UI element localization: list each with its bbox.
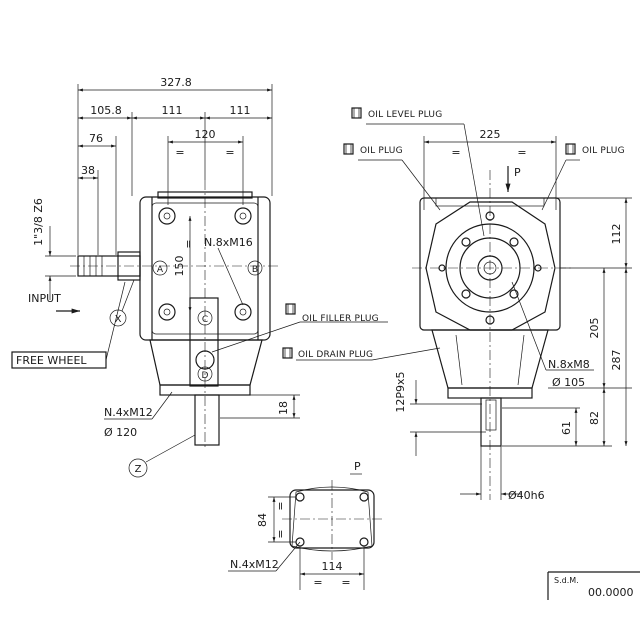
base-view: P 84 = = 114 = = N.4xM12 xyxy=(228,460,382,590)
oil-filler-plug-label: OIL FILLER PLUG xyxy=(302,314,379,324)
marker-x: X xyxy=(109,279,135,327)
equal-mark-4: = xyxy=(451,146,460,159)
dim-side-bolt-spacing: 225 xyxy=(480,128,501,141)
marker-x-text: X xyxy=(115,314,122,325)
bolts-m12-side-label: N.4xM12 xyxy=(104,406,153,419)
dim-total-height: 287 xyxy=(610,350,623,371)
equal-mark-1: = xyxy=(175,146,184,159)
front-view: P = = xyxy=(412,146,572,500)
oil-drain-plug-icon xyxy=(282,347,293,359)
bolts-m12-base-label: N.4xM12 xyxy=(230,558,279,571)
side-view-dimensions: 327.8 105.8 111 111 120 76 38 1"3/8 Z6 1… xyxy=(32,76,300,419)
dim-output-spline-length: 61 xyxy=(560,421,573,435)
dim-half-width-right: 111 xyxy=(230,104,251,117)
input-label: INPUT xyxy=(28,292,61,305)
oil-plug-left-label: OIL PLUG xyxy=(360,146,403,156)
front-output-shaft xyxy=(480,397,502,447)
dim-base-height: 205 xyxy=(588,318,601,339)
dim-base-bolt-spacing-h: 114 xyxy=(322,560,343,573)
bolt-circle-m8-label: Ø 105 xyxy=(552,376,585,389)
equal-mark-5: = xyxy=(517,146,526,159)
output-shaft xyxy=(194,394,220,446)
dim-spline: 1"3/8 Z6 xyxy=(32,198,45,246)
oil-plug-left-icon xyxy=(343,143,354,155)
dim-output-diameter: Ø40h6 xyxy=(508,489,545,502)
marker-b: B xyxy=(247,260,263,276)
front-view-labels: OIL LEVEL PLUG OIL PLUG OIL PLUG N.8xM8 … xyxy=(343,107,625,389)
equal-mark-8: = xyxy=(313,576,322,589)
oil-plug-right-icon xyxy=(565,143,576,155)
oil-filler-plug-icon xyxy=(285,303,296,315)
bolts-m16-label: N.8xM16 xyxy=(204,236,253,249)
marker-z-text: Z xyxy=(135,464,142,475)
dim-bolt-spacing-side: 120 xyxy=(195,128,216,141)
dim-input-offset: 105.8 xyxy=(90,104,122,117)
title-block-label: S.d.M. xyxy=(554,576,579,585)
marker-b-text: B xyxy=(252,265,258,275)
dim-shaft-flange: 76 xyxy=(89,132,103,145)
view-p-bottom-label: P xyxy=(354,460,361,473)
dim-drain-offset: 18 xyxy=(277,401,290,415)
dim-top-height: 112 xyxy=(610,224,623,245)
dim-overall-width: 327.8 xyxy=(160,76,192,89)
marker-a: A xyxy=(152,260,168,276)
equal-mark-7: = xyxy=(274,529,287,538)
dim-shaft-length: 38 xyxy=(81,164,95,177)
dim-output-length: 82 xyxy=(588,411,601,425)
side-view: A B C D X Z = = = xyxy=(70,146,280,478)
oil-level-plug-label: OIL LEVEL PLUG xyxy=(368,110,442,120)
oil-level-plug-icon xyxy=(351,107,362,119)
equal-mark-9: = xyxy=(341,576,350,589)
equal-mark-2: = xyxy=(225,146,234,159)
circle-120-label: Ø 120 xyxy=(104,426,137,439)
marker-z: Z xyxy=(128,434,196,478)
free-wheel-label: FREE WHEEL xyxy=(16,354,87,367)
marker-d-text: D xyxy=(202,371,209,381)
dim-half-width-left: 111 xyxy=(162,104,183,117)
oil-plug-right-label: OIL PLUG xyxy=(582,146,625,156)
marker-d: D xyxy=(197,366,213,382)
dim-height-150: 150 xyxy=(173,256,186,277)
dim-output-spline: 12P9x5 xyxy=(394,371,407,412)
title-block: S.d.M. 00.0000 xyxy=(547,571,640,600)
front-view-dimensions: 225 112 205 287 82 61 12P9x5 Ø40h6 xyxy=(394,128,632,502)
marker-c-text: C xyxy=(202,315,208,325)
bolts-m8-label: N.8xM8 xyxy=(548,358,590,371)
bolt-holes-side xyxy=(158,207,252,321)
view-p-top-label: P xyxy=(514,166,521,179)
marker-c: C xyxy=(197,310,213,326)
side-view-labels: INPUT FREE WHEEL N.8xM16 N.4xM12 Ø 120 O… xyxy=(11,236,441,439)
equal-mark-3: = xyxy=(182,239,195,248)
title-block-number: 00.0000 xyxy=(588,586,634,599)
equal-mark-6: = xyxy=(274,501,287,510)
dim-base-bolt-spacing-v: 84 xyxy=(256,513,269,527)
marker-a-text: A xyxy=(157,265,164,275)
oil-drain-plug-label: OIL DRAIN PLUG xyxy=(298,350,373,360)
